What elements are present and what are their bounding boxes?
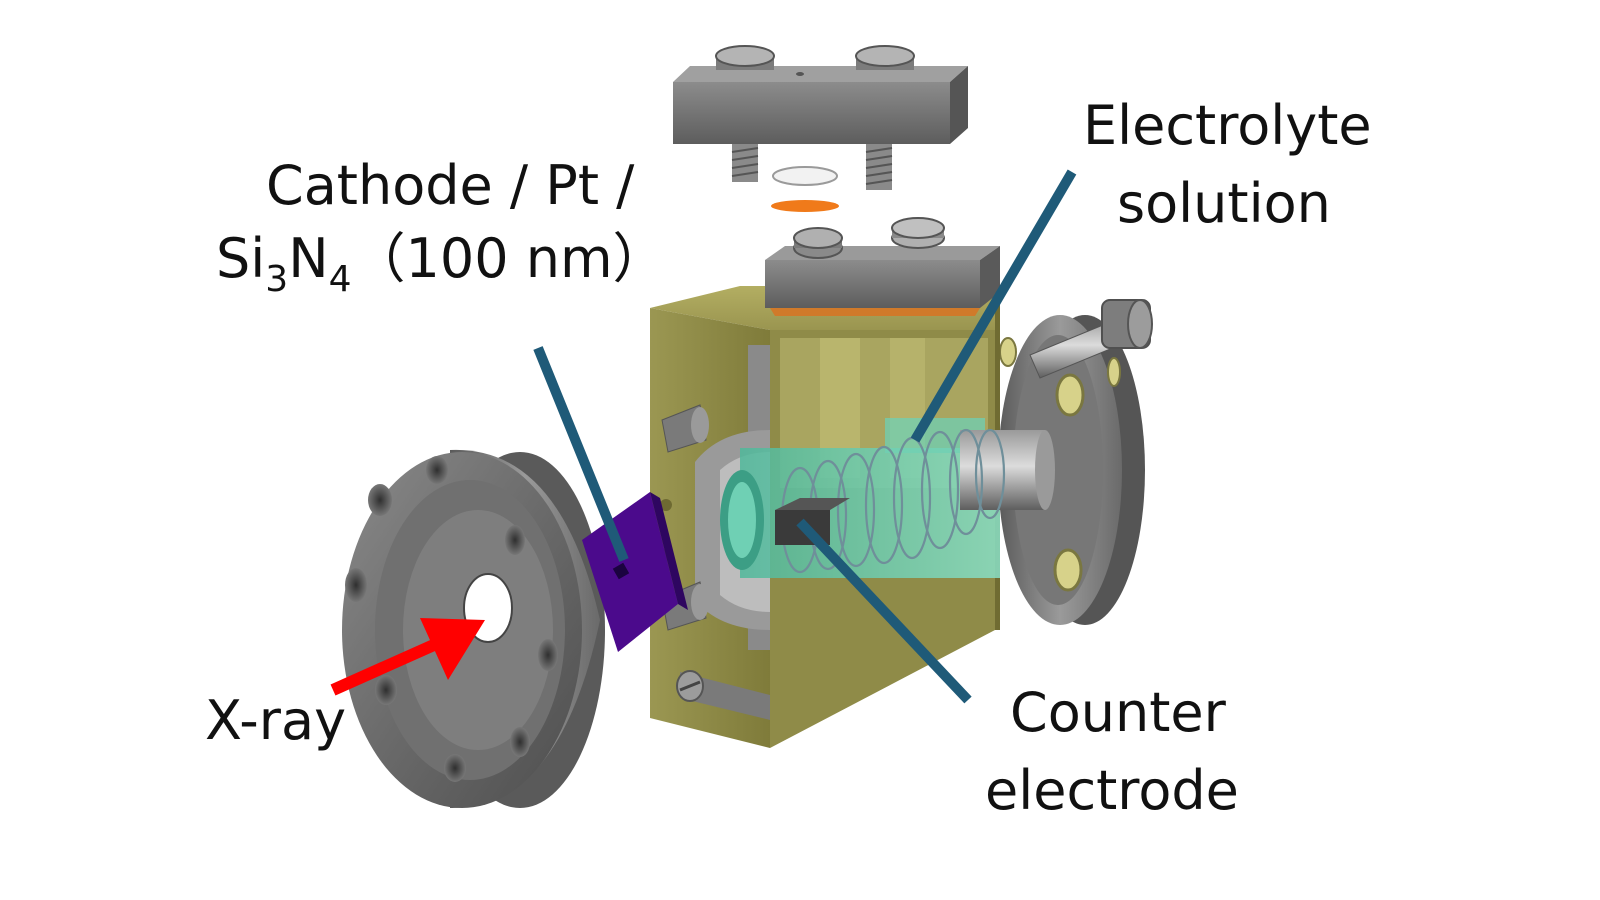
- flange-bolt-hole: [505, 525, 525, 555]
- electrolyte-leader-line: [910, 169, 1077, 443]
- n-text: N: [288, 227, 329, 290]
- cathode-leader-line: [533, 346, 629, 562]
- thickness-text: （100 nm）: [351, 227, 667, 290]
- clamp-screw: [731, 144, 759, 182]
- flange-bolt-hole: [375, 675, 397, 705]
- cell-top-clamp: [765, 217, 1000, 316]
- flange-bolt-hole: [444, 754, 466, 782]
- counter-electrode-leader-line: [796, 518, 972, 704]
- si-text: Si: [216, 227, 266, 290]
- flange-bolt-hole: [1107, 357, 1121, 387]
- counter-electrode-label-line2: electrode: [985, 759, 1239, 822]
- left-flange: [342, 449, 605, 809]
- flange-bolt-hole: [1053, 548, 1083, 592]
- xray-arrow: [330, 618, 485, 696]
- gasket: [771, 200, 839, 212]
- si3n4-window: [582, 492, 678, 652]
- body-screw: [661, 404, 709, 453]
- top-clamp: [673, 45, 968, 212]
- leader-lines: [533, 169, 1077, 704]
- right-flange: [998, 315, 1145, 625]
- flange-bolt-hole: [368, 484, 392, 516]
- electrolyte-label-line1: Electrolyte: [1083, 94, 1372, 157]
- flange-bolt-hole: [999, 337, 1017, 367]
- flange-bolt-hole: [345, 568, 367, 602]
- n-subscript: 4: [328, 259, 352, 300]
- o-ring: [772, 166, 838, 186]
- counter-electrode-label-line1: Counter: [1010, 681, 1226, 744]
- si-subscript: 3: [265, 259, 289, 300]
- clamp-screw: [865, 144, 893, 190]
- xray-label: X-ray: [205, 689, 347, 752]
- long-bolt: [1029, 299, 1153, 379]
- electrolyte-label-line2: solution: [1117, 172, 1331, 235]
- flange-bolt-hole: [426, 456, 448, 484]
- flange-bolt-hole: [1055, 373, 1085, 417]
- cathode-label-line1: Cathode / Pt /: [266, 154, 635, 217]
- cathode-label-line2: Si3N4（100 nm）: [216, 227, 667, 301]
- flange-bolt-hole: [510, 727, 530, 757]
- flange-bolt-hole: [538, 639, 558, 671]
